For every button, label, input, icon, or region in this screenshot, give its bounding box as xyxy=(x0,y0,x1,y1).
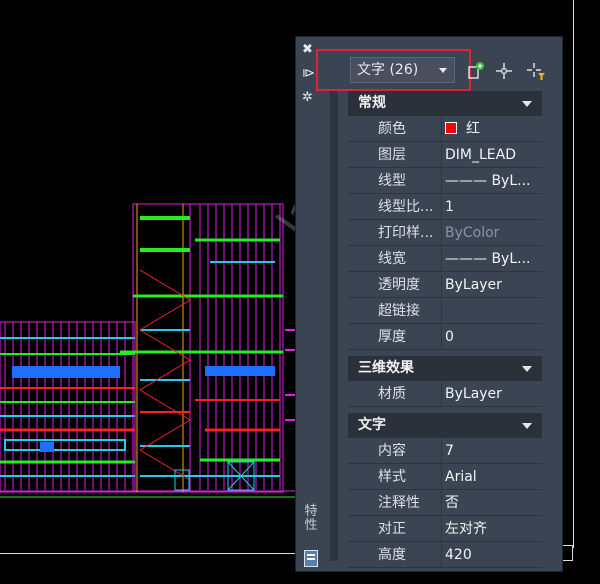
section-title: 文字 xyxy=(358,417,386,433)
viewport-border-right xyxy=(573,0,574,548)
property-label: 线宽 xyxy=(348,247,442,271)
property-label: 超链接 xyxy=(348,299,442,323)
building-elevation-drawing xyxy=(0,203,295,498)
palette-title-char: 性 xyxy=(304,518,318,533)
property-value[interactable] xyxy=(445,299,541,323)
property-row-annotative[interactable]: 注释性 否 xyxy=(348,491,542,516)
property-value[interactable]: 1 xyxy=(445,199,454,215)
property-value[interactable]: 左对齐 xyxy=(445,521,487,537)
property-row-plot-style[interactable]: 打印样... ByColor xyxy=(348,221,542,246)
property-label: 样式 xyxy=(348,465,442,489)
property-value[interactable]: ByLayer xyxy=(445,277,502,293)
select-objects-icon[interactable] xyxy=(494,61,514,81)
property-label: 注释性 xyxy=(348,491,442,515)
property-row-material[interactable]: 材质 ByLayer xyxy=(348,382,542,407)
property-row-contents[interactable]: 内容 7 xyxy=(348,439,542,464)
selection-highlight-box xyxy=(316,49,471,91)
low-wing-floor-bands xyxy=(0,337,135,477)
palette-scrollbar[interactable] xyxy=(330,91,338,561)
property-row-color[interactable]: 颜色 红 xyxy=(348,117,542,142)
property-label: 高度 xyxy=(348,543,442,567)
property-label: 材质 xyxy=(348,382,442,406)
chevron-down-icon xyxy=(522,366,532,372)
property-row-layer[interactable]: 图层 DIM_LEAD xyxy=(348,143,542,168)
property-value[interactable]: ——— ByL... xyxy=(445,251,531,267)
property-label: 图层 xyxy=(348,143,442,167)
autohide-icon[interactable]: ⧐ xyxy=(302,66,315,81)
palette-vertical-title: 特 性 xyxy=(302,505,320,533)
property-value[interactable]: DIM_LEAD xyxy=(445,147,516,163)
property-label: 线型比... xyxy=(348,195,442,219)
property-row-hyperlink[interactable]: 超链接 xyxy=(348,299,542,324)
close-icon[interactable]: ✖ xyxy=(302,42,313,57)
object-type-dropdown[interactable]: 文字 (26) xyxy=(350,57,455,83)
properties-palette: ✖ ⧐ ✲ 特 性 文字 (26) xyxy=(295,36,563,572)
palette-menu-icon[interactable]: ✲ xyxy=(302,90,313,105)
property-row-justify[interactable]: 对正 左对齐 xyxy=(348,517,542,542)
property-label: 透明度 xyxy=(348,273,442,297)
right-edge-marks xyxy=(285,329,295,421)
property-label: 打印样... xyxy=(348,221,442,245)
property-label: 厚度 xyxy=(348,325,442,349)
property-label: 颜色 xyxy=(348,117,442,141)
section-title: 常规 xyxy=(358,95,386,111)
section-text-header[interactable]: 文字 xyxy=(348,413,542,438)
chevron-down-icon xyxy=(439,68,447,73)
property-label: 内容 xyxy=(348,439,442,463)
object-type-value: 文字 (26) xyxy=(357,62,419,78)
chevron-down-icon xyxy=(522,101,532,107)
property-row-style[interactable]: 样式 Arial xyxy=(348,465,542,490)
palette-properties-icon[interactable] xyxy=(304,550,318,567)
chevron-down-icon xyxy=(522,423,532,429)
section-general-header[interactable]: 常规 xyxy=(348,91,542,116)
entrance-doors xyxy=(174,461,255,491)
property-row-linetype[interactable]: 线型 ——— ByL... xyxy=(348,169,542,194)
property-row-thickness[interactable]: 厚度 0 xyxy=(348,325,542,350)
tower-vertical-lines xyxy=(199,204,281,490)
property-value[interactable]: ByLayer xyxy=(445,386,502,402)
property-row-linetype-scale[interactable]: 线型比... 1 xyxy=(348,195,542,220)
property-label: 对正 xyxy=(348,517,442,541)
toggle-pickadd-icon[interactable] xyxy=(466,61,486,81)
tower-floor-bands xyxy=(120,216,283,477)
property-value[interactable]: 420 xyxy=(445,547,472,563)
color-name: 红 xyxy=(466,121,480,137)
stair-diagonals xyxy=(139,269,191,481)
property-value[interactable]: 7 xyxy=(445,443,454,459)
property-label: 线型 xyxy=(348,169,442,193)
property-row-height[interactable]: 高度 420 xyxy=(348,543,542,568)
property-value: ByColor xyxy=(445,225,500,241)
low-wing-vertical-lines xyxy=(4,322,126,490)
property-value[interactable]: 否 xyxy=(445,495,459,511)
viewport-border-bottom xyxy=(0,553,563,554)
property-row-lineweight[interactable]: 线宽 ——— ByL... xyxy=(348,247,542,272)
color-swatch xyxy=(445,122,457,134)
property-value[interactable]: 0 xyxy=(445,329,454,345)
quick-select-icon[interactable] xyxy=(526,61,546,81)
property-value[interactable]: ——— ByL... xyxy=(445,173,531,189)
property-value[interactable]: 红 xyxy=(445,117,541,141)
palette-title-char: 特 xyxy=(304,504,318,519)
section-title: 三维效果 xyxy=(358,360,414,376)
property-value[interactable]: Arial xyxy=(445,469,477,485)
section-3d-visualization-header[interactable]: 三维效果 xyxy=(348,356,542,381)
property-row-transparency[interactable]: 透明度 ByLayer xyxy=(348,273,542,298)
viewport-corner-grip xyxy=(562,545,573,561)
